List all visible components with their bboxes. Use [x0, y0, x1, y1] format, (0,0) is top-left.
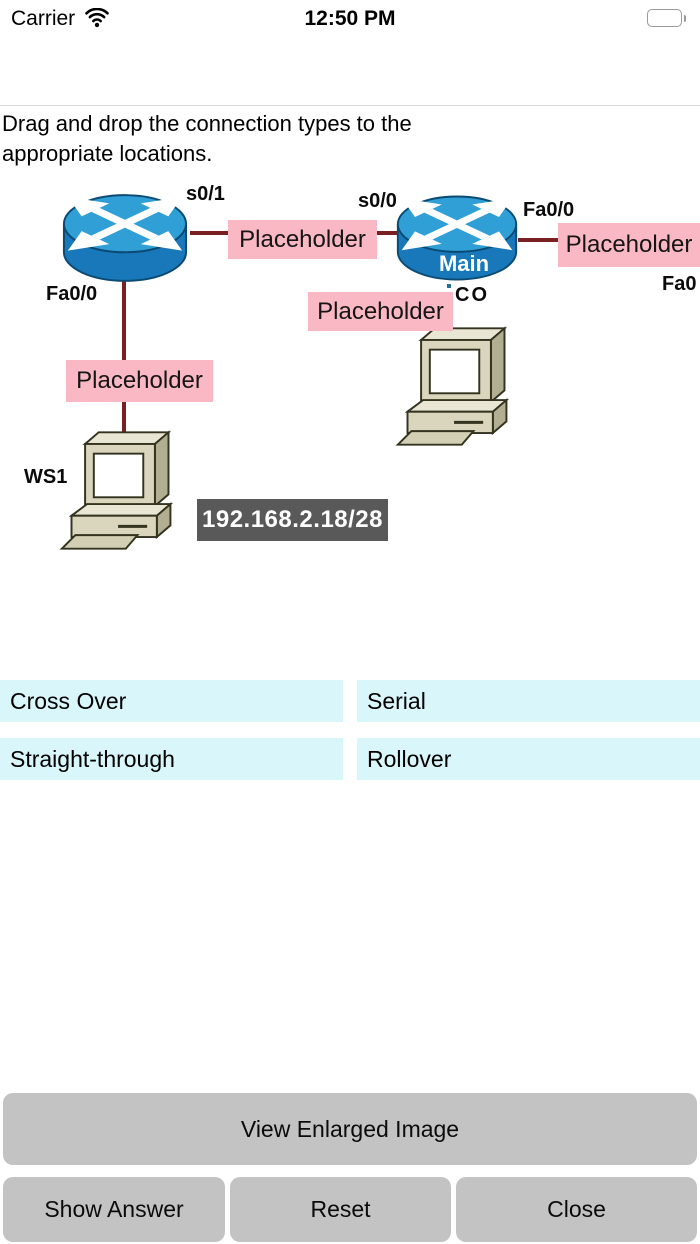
reset-button[interactable]: Reset — [230, 1177, 451, 1242]
status-bar: Carrier 12:50 PM — [0, 0, 700, 44]
clock-time: 12:50 PM — [304, 7, 396, 30]
drop-target-fa00-link[interactable]: Placeholder — [558, 223, 700, 267]
drop-target-serial-link[interactable]: Placeholder — [228, 220, 377, 259]
interface-label-s00: s0/0 — [358, 190, 397, 212]
drop-target-console-link[interactable]: Placeholder — [308, 292, 453, 331]
option-serial[interactable]: Serial — [357, 680, 700, 722]
host-label-ws1: WS1 — [24, 466, 68, 488]
interface-label-s01: s0/1 — [186, 183, 225, 205]
view-enlarged-image-button[interactable]: View Enlarged Image — [3, 1093, 697, 1165]
close-button[interactable]: Close — [456, 1177, 697, 1242]
interface-label-fa0-right: Fa0 — [662, 273, 697, 295]
divider — [0, 105, 700, 106]
router-main-label: Main — [438, 251, 490, 276]
question-text: Drag and drop the connection types to th… — [2, 111, 412, 166]
network-diagram: Main s0/1 s0/0 Fa0/0 Fa0/0 CO WS1 Fa0 Pl… — [0, 170, 700, 610]
workstation-co — [392, 326, 520, 447]
router-left — [60, 191, 190, 286]
workstation-ws1 — [56, 430, 184, 551]
interface-label-fa00-left: Fa0/0 — [46, 283, 98, 305]
wifi-icon — [84, 7, 110, 33]
option-straight-through[interactable]: Straight-through — [0, 738, 343, 780]
carrier-label: Carrier — [11, 7, 76, 30]
ip-address-badge: 192.168.2.18/28 — [197, 499, 388, 541]
interface-label-fa00-main: Fa0/0 — [523, 199, 575, 221]
option-cross-over[interactable]: Cross Over — [0, 680, 343, 722]
option-rollover[interactable]: Rollover — [357, 738, 700, 780]
host-label-co: CO — [455, 284, 489, 306]
show-answer-button[interactable]: Show Answer — [3, 1177, 225, 1242]
drop-target-ws1-link[interactable]: Placeholder — [66, 360, 213, 402]
battery-icon — [647, 9, 686, 27]
